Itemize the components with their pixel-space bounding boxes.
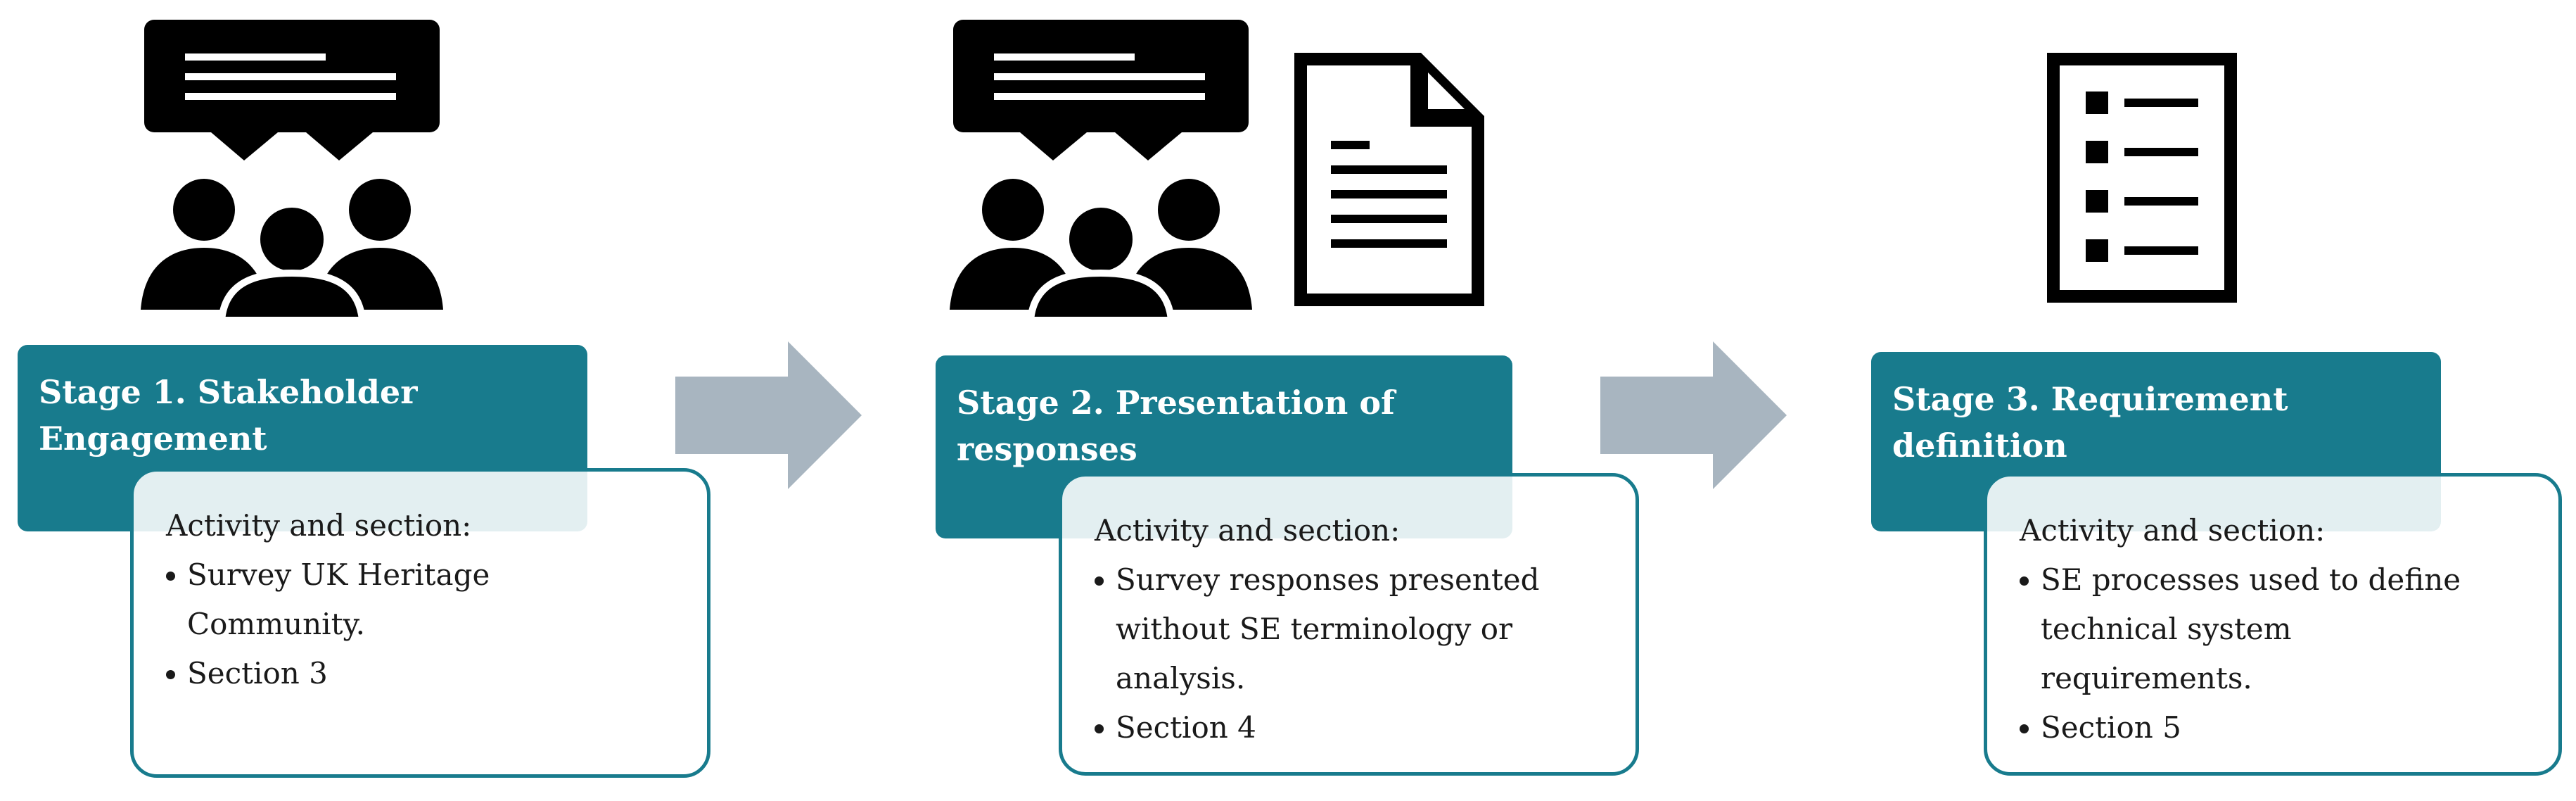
stage-1-activity-card: Activity and section: Survey UK Heritage… [130,468,710,778]
stage-3: Stage 3. Requirement definition Activity… [1857,0,2576,801]
stage-1-header-line-1: Stage 1. Stakeholder [39,373,418,411]
people-group-icon [141,176,443,320]
stage-3-card-title: Activity and section: [2020,513,2326,548]
stage-1-bullet-2: Section 3 [166,649,687,698]
arrow-stage2-to-stage3 [1600,341,1787,489]
speech-bubble-icon [144,20,440,160]
stage-1-bullet-1: Survey UK Heritage Community. [166,550,687,649]
stage-2-activity-card: Activity and section: Survey responses p… [1059,473,1639,776]
stage-2: Stage 2. Presentation of responses Activ… [922,0,1695,801]
stage-3-bullet-2: Section 5 [2020,703,2539,752]
stage-2-card-title: Activity and section: [1095,513,1401,548]
stage-3-header-line-2: definition [1892,427,2067,465]
checklist-icon [2047,53,2237,303]
stage-2-bullet-1: Survey responses presented without SE te… [1095,555,1616,703]
stage-3-bullet-1: SE processes used to define technical sy… [2020,555,2539,703]
stage-2-header-line-1: Stage 2. Presentation of [957,384,1395,422]
stage-2-header-line-2: responses [957,430,1137,468]
stage-1-header: Stage 1. Stakeholder Engagement [18,345,587,531]
people-group-icon [950,176,1252,320]
stage-3-header-line-1: Stage 3. Requirement [1892,380,2288,418]
stage-1-card-title: Activity and section: [166,508,472,543]
speech-bubble-icon [953,20,1249,160]
arrow-stage1-to-stage2 [675,341,862,489]
stage-1: Stage 1. Stakeholder Engagement Activity… [0,0,774,801]
stage-2-bullet-2: Section 4 [1095,703,1616,752]
stage-1-header-line-2: Engagement [39,420,267,458]
document-icon [1294,53,1484,306]
stage-3-activity-card: Activity and section: SE processes used … [1984,473,2562,776]
